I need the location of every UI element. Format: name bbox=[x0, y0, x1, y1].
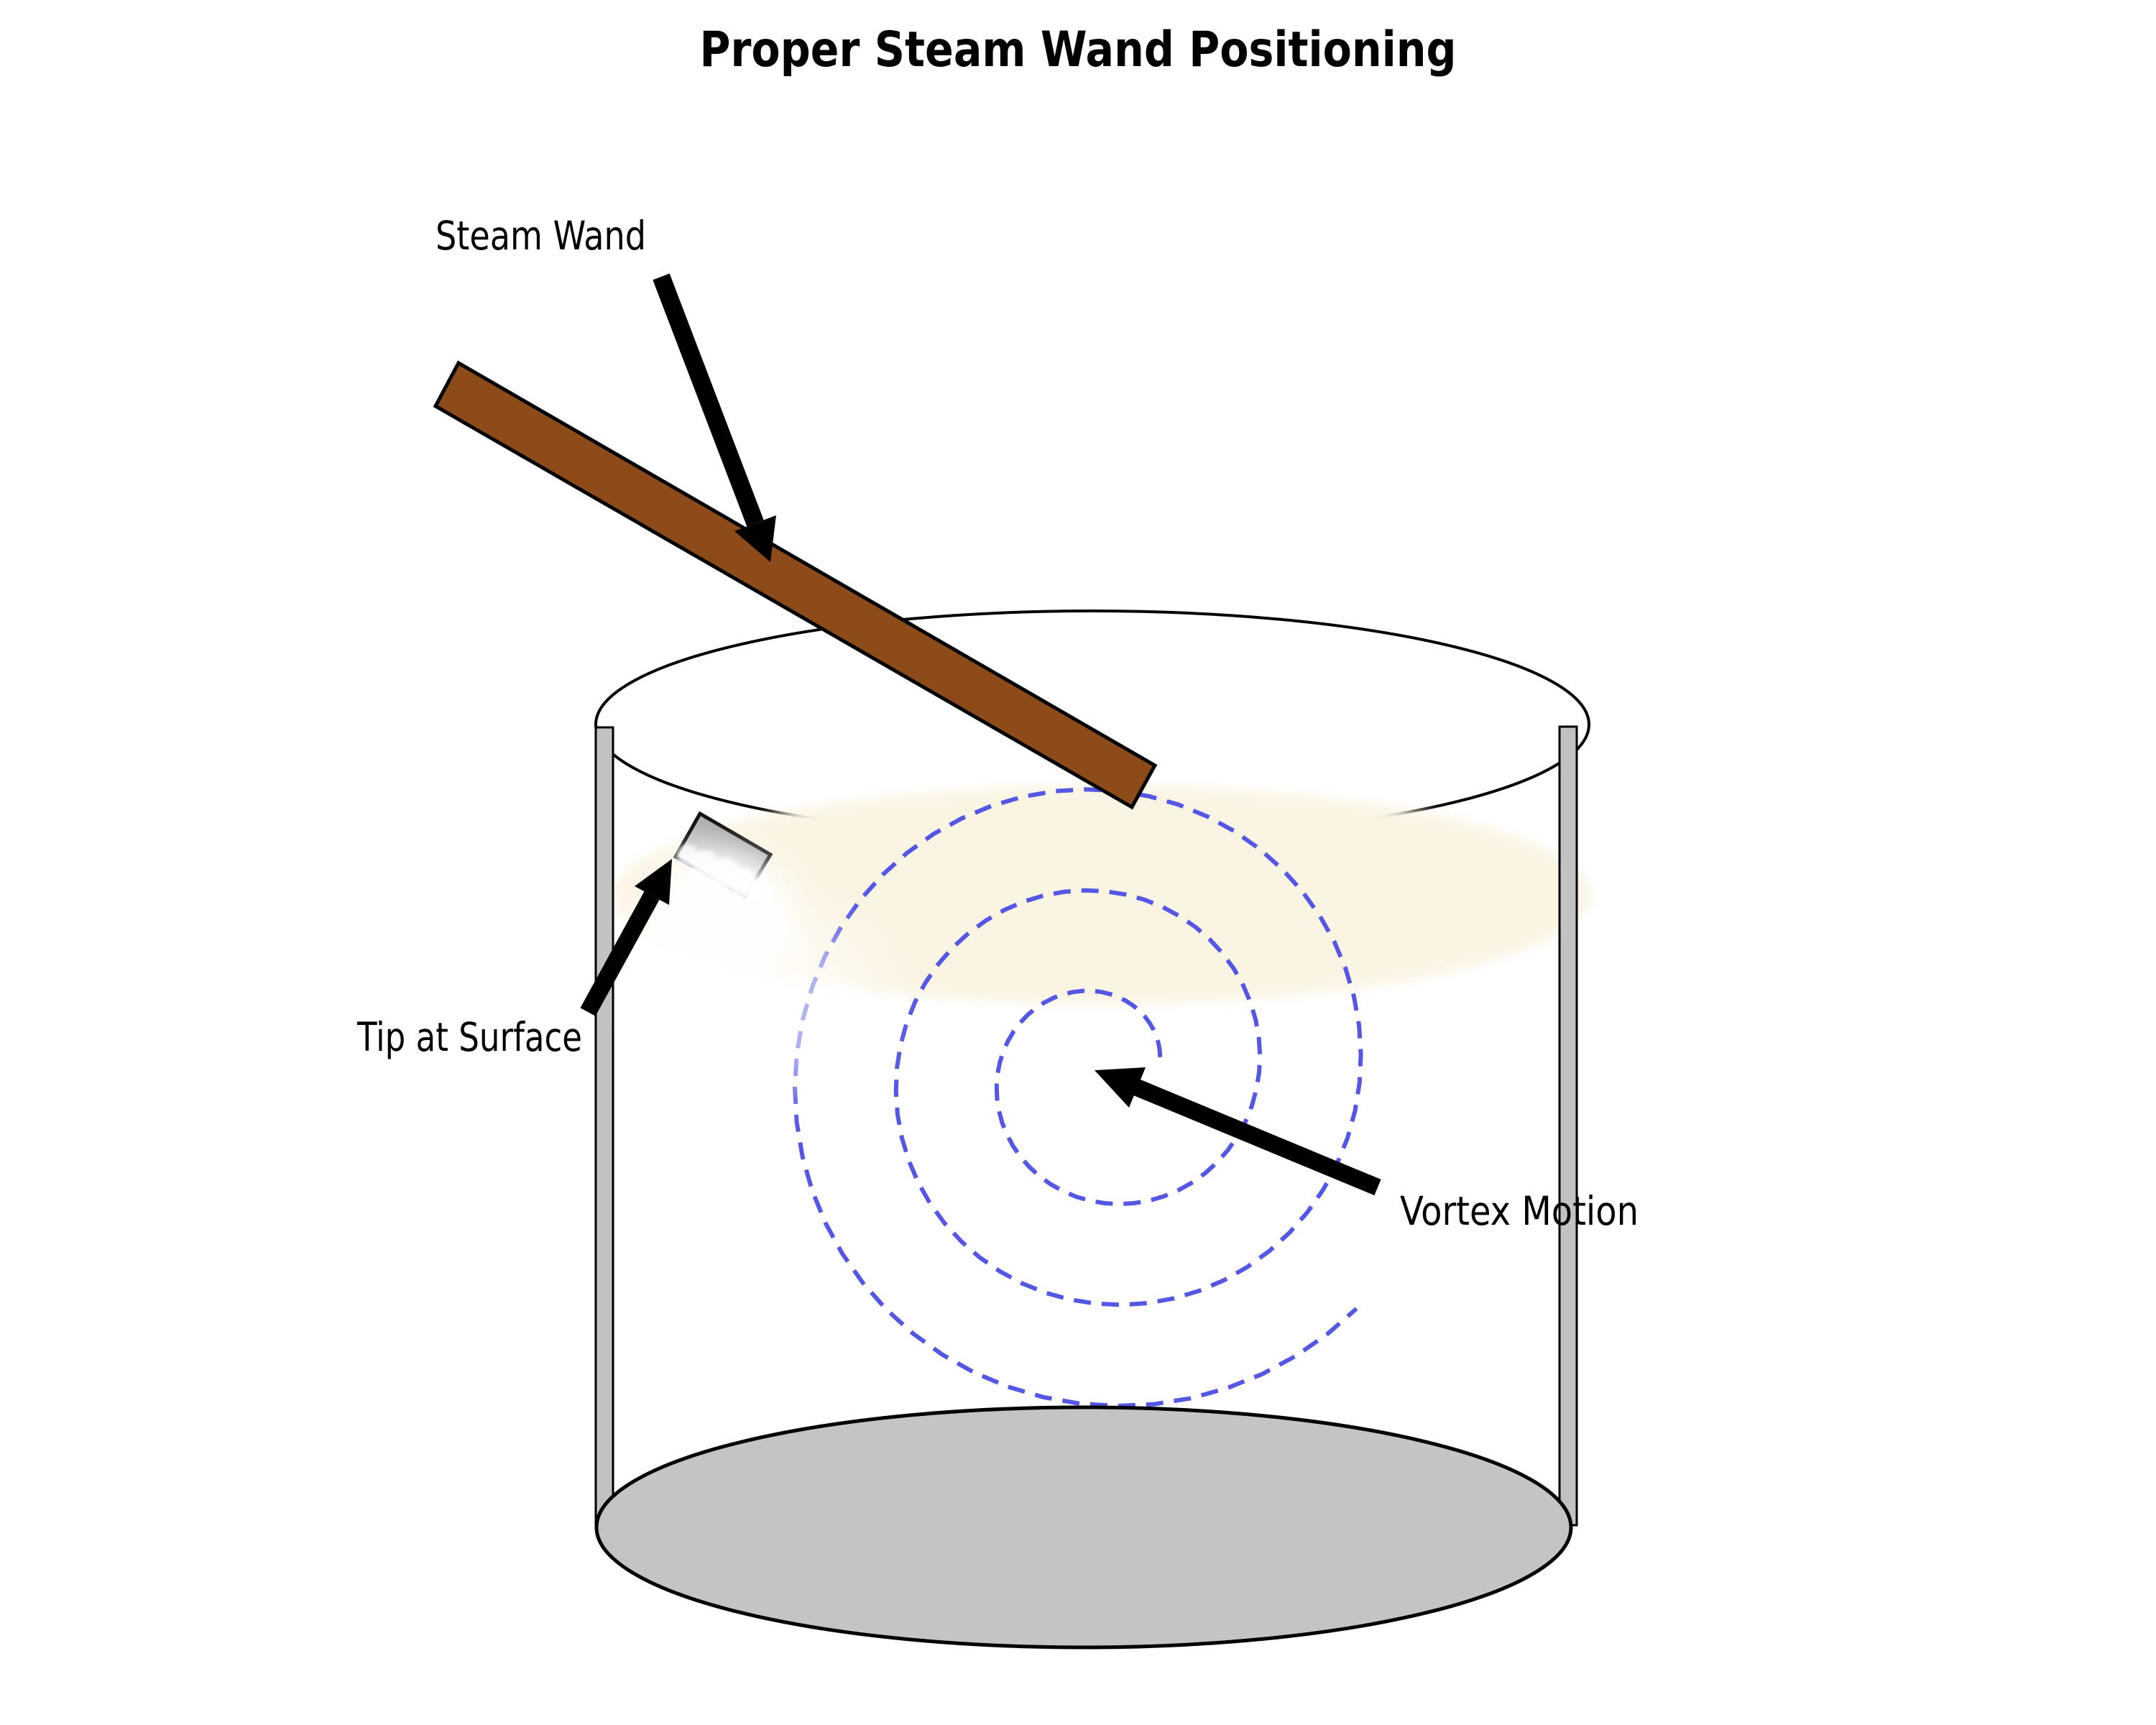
pitcher-wall-right bbox=[1558, 725, 1578, 1527]
milk-surface bbox=[614, 786, 1590, 1004]
vortex-motion-label: Vortex Motion bbox=[1400, 1188, 1639, 1234]
steam-wand-label: Steam Wand bbox=[436, 213, 646, 259]
vortex-motion-arrow bbox=[1095, 1067, 1381, 1196]
pitcher-wall-left bbox=[594, 726, 614, 1527]
tip-at-surface-arrow bbox=[580, 859, 672, 1016]
milk-pitcher bbox=[594, 610, 1590, 1650]
pitcher-base-ellipse bbox=[594, 1405, 1573, 1650]
steam-wand bbox=[433, 360, 1158, 810]
diagram-title: Proper Steam Wand Positioning bbox=[700, 22, 1457, 78]
steam-wand-arrow bbox=[653, 273, 776, 562]
tip-at-surface-label: Tip at Surface bbox=[356, 1014, 582, 1060]
vortex-spiral bbox=[792, 787, 1363, 1409]
foam-bubbles bbox=[640, 845, 877, 1092]
annotation-arrows bbox=[580, 273, 1381, 1196]
